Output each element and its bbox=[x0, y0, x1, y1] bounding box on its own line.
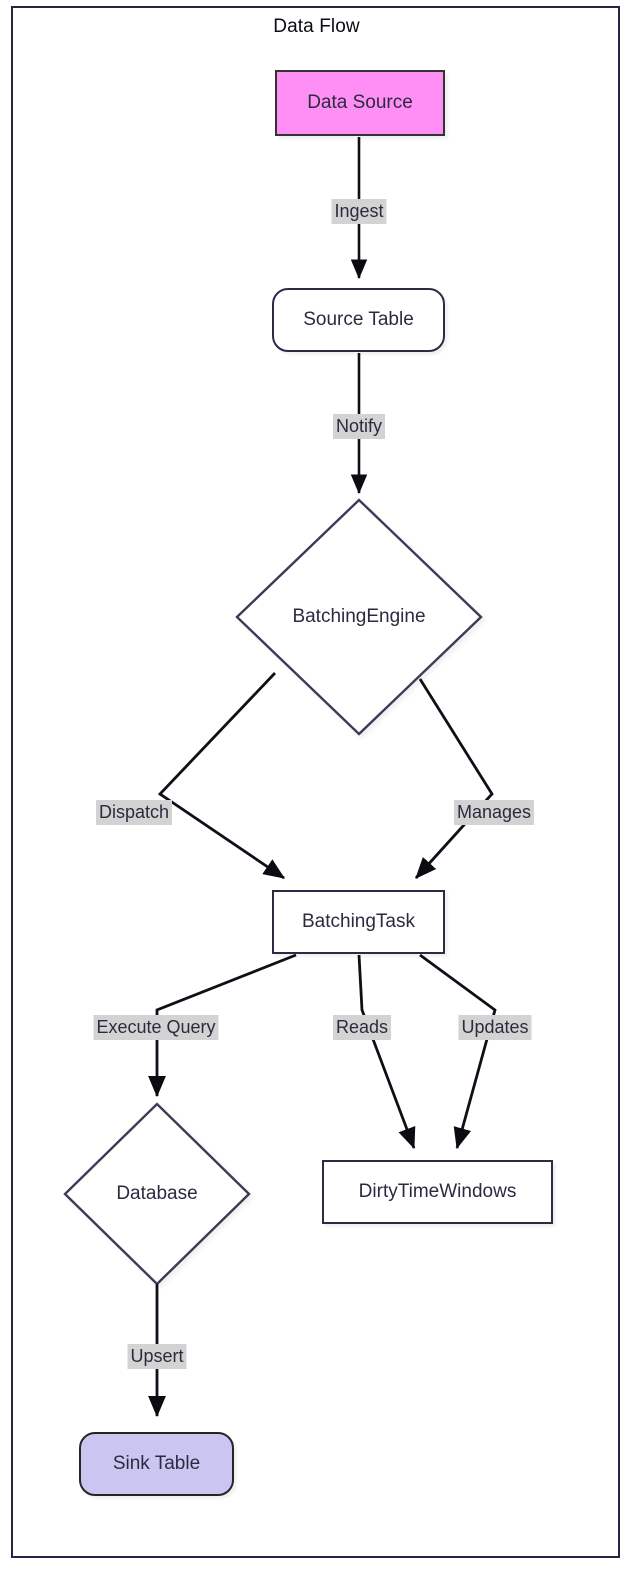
node-dirty-time-windows-label: DirtyTimeWindows bbox=[358, 1181, 517, 1202]
edge-label-notify: Notify bbox=[332, 414, 386, 439]
node-data-source[interactable]: Data Source bbox=[275, 70, 445, 136]
edge-reads-polyline bbox=[357, 954, 416, 1150]
edge-label-updates-text: Updates bbox=[461, 1017, 529, 1037]
edge-manages-polyline bbox=[414, 678, 494, 879]
edge-label-execute-query-text: Execute Query bbox=[96, 1017, 216, 1037]
edge-execute-query-polyline bbox=[148, 953, 297, 1098]
node-database-shape[interactable] bbox=[63, 1102, 251, 1286]
node-batching-task-label: BatchingTask bbox=[301, 911, 415, 932]
node-sink-table-label: Sink Table bbox=[112, 1453, 201, 1474]
edge-label-upsert: Upsert bbox=[127, 1344, 187, 1369]
edge-updates-polyline bbox=[419, 953, 497, 1150]
node-source-table-label: Source Table bbox=[303, 309, 414, 330]
edge-label-dispatch-text: Dispatch bbox=[98, 802, 170, 822]
edge-label-ingest-text: Ingest bbox=[334, 201, 384, 221]
node-source-table[interactable]: Source Table bbox=[272, 288, 445, 352]
edge-label-dispatch: Dispatch bbox=[95, 800, 173, 825]
node-data-source-label: Data Source bbox=[307, 92, 413, 113]
flowchart-frame bbox=[11, 6, 620, 1558]
diagram-title: Data Flow bbox=[273, 16, 360, 37]
edge-label-upsert-text: Upsert bbox=[130, 1346, 184, 1366]
edge-label-manages-text: Manages bbox=[456, 802, 532, 822]
node-dirty-time-windows[interactable]: DirtyTimeWindows bbox=[322, 1160, 553, 1224]
edge-label-notify-text: Notify bbox=[335, 416, 383, 436]
edge-dispatch-polyline bbox=[157, 672, 285, 880]
edge-label-manages: Manages bbox=[453, 800, 535, 825]
edge-dispatch-segment bbox=[274, 672, 279, 884]
node-batching-task[interactable]: BatchingTask bbox=[272, 890, 445, 954]
node-batching-engine-shape[interactable] bbox=[235, 498, 483, 736]
edge-label-reads-text: Reads bbox=[335, 1017, 389, 1037]
node-sink-table[interactable]: Sink Table bbox=[79, 1432, 234, 1496]
edge-label-ingest: Ingest bbox=[331, 199, 387, 224]
edge-label-execute-query: Execute Query bbox=[93, 1015, 219, 1040]
edge-label-reads: Reads bbox=[332, 1015, 392, 1040]
edge-label-updates: Updates bbox=[458, 1015, 532, 1040]
